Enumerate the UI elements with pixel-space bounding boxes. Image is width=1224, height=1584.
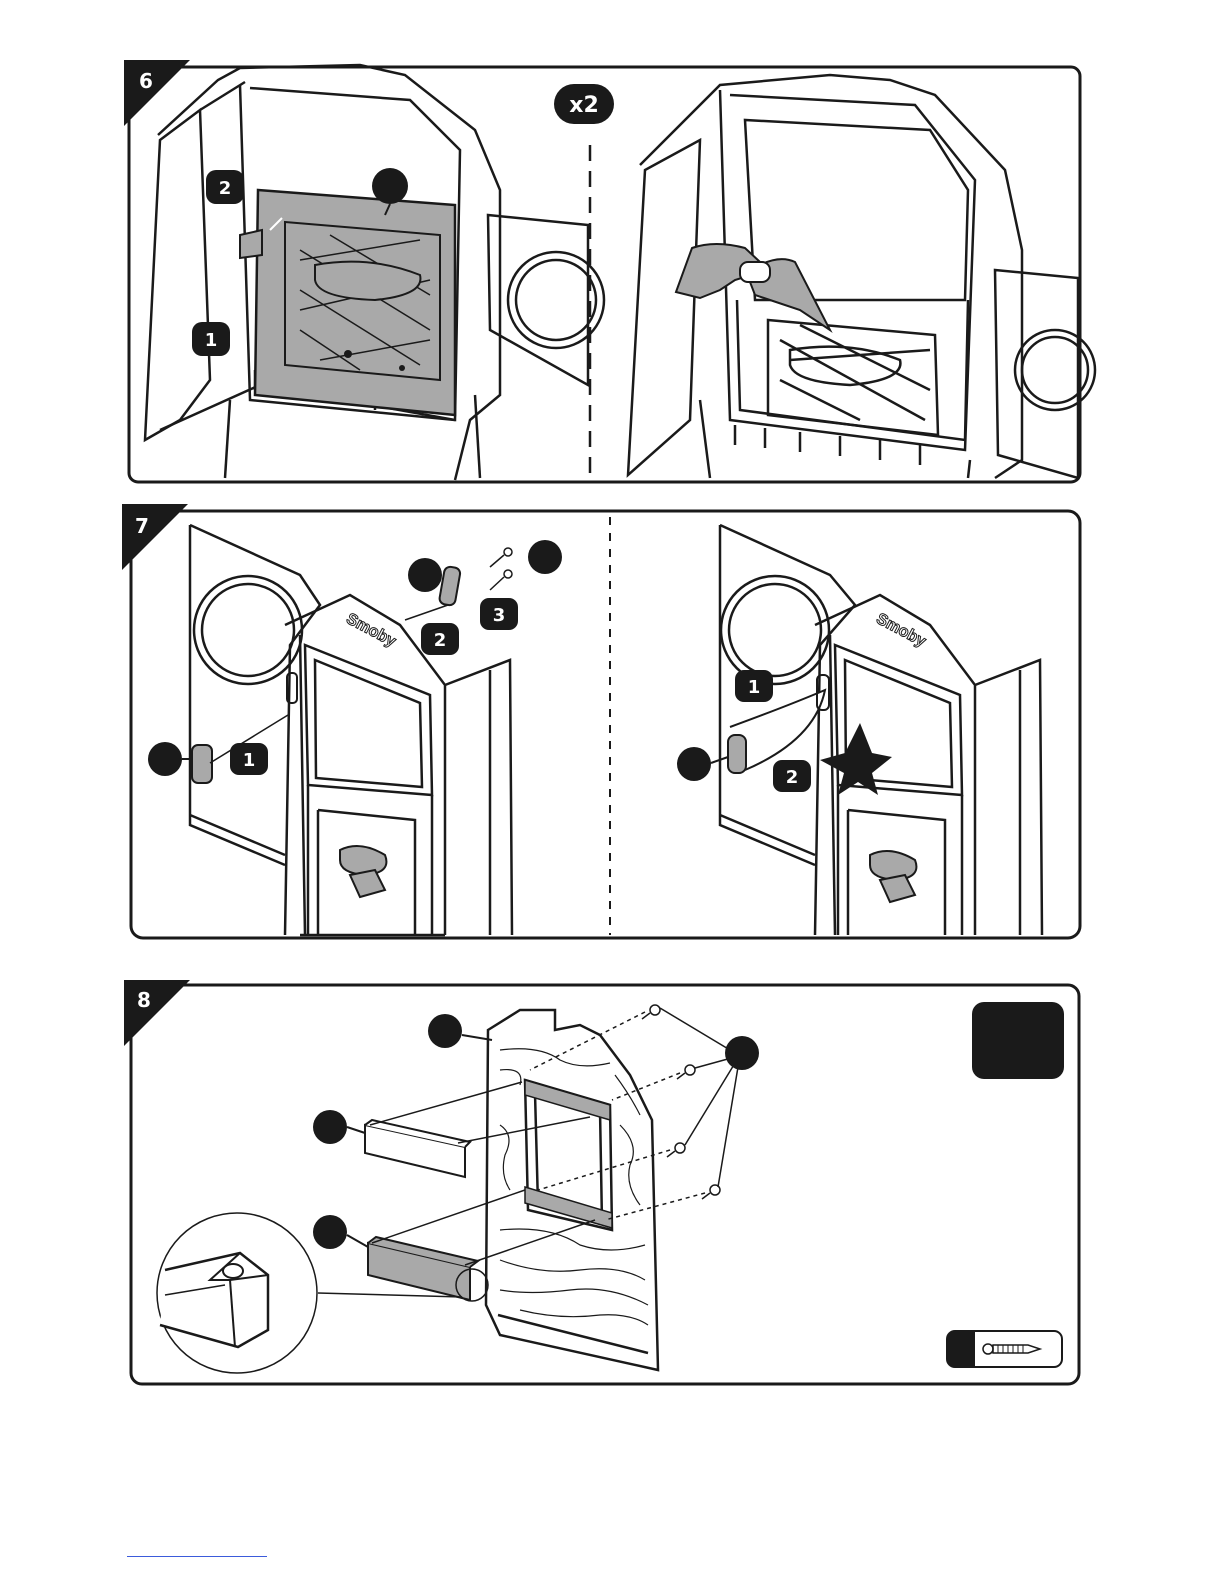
part-callout-circle bbox=[528, 540, 562, 574]
shutter-part bbox=[240, 190, 455, 415]
part-callout-circle bbox=[148, 742, 182, 776]
svg-text:3: 3 bbox=[493, 605, 506, 626]
screws-step-8 bbox=[530, 1005, 738, 1220]
top-latch-part bbox=[439, 566, 461, 606]
svg-text:2: 2 bbox=[786, 767, 799, 788]
svg-text:2: 2 bbox=[434, 630, 447, 651]
step-6-illustration: 6 x2 2 1 bbox=[0, 0, 1224, 495]
part-callout-circle bbox=[372, 168, 408, 204]
step-7-left-house bbox=[190, 525, 512, 935]
step-7-panel: 7 Smoby 2 3 1 bbox=[0, 495, 1224, 955]
quantity-badge bbox=[972, 1002, 1064, 1079]
brand-logo: Smoby bbox=[343, 610, 398, 650]
screws-step-7 bbox=[490, 548, 512, 590]
top-bar-part bbox=[365, 1120, 470, 1177]
bottom-rail bbox=[525, 1187, 612, 1228]
step-number: 8 bbox=[137, 988, 151, 1012]
part-callout-circle bbox=[313, 1215, 347, 1249]
multiplier-text: x2 bbox=[569, 93, 599, 118]
step-8-panel: 8 bbox=[0, 975, 1224, 1400]
step-6-panel: 6 x2 2 1 bbox=[0, 0, 1224, 495]
svg-text:2: 2 bbox=[219, 178, 232, 199]
brand-logo: Smoby bbox=[873, 610, 928, 650]
step-7-tab bbox=[122, 504, 188, 570]
part-callout-circle bbox=[677, 747, 711, 781]
svg-text:1: 1 bbox=[205, 330, 218, 351]
wood-grain bbox=[500, 1049, 648, 1325]
part-callout-circle bbox=[313, 1110, 347, 1144]
step-number: 6 bbox=[139, 69, 153, 93]
svg-text:1: 1 bbox=[748, 677, 761, 698]
step-number: 7 bbox=[135, 514, 149, 538]
handle-part bbox=[870, 851, 916, 902]
latch-part bbox=[192, 745, 212, 783]
part-callout-circle bbox=[408, 558, 442, 592]
step-8-tab bbox=[124, 980, 190, 1046]
latch-part bbox=[728, 735, 746, 773]
screw-legend bbox=[947, 1331, 1062, 1367]
hands-illustration bbox=[676, 244, 830, 330]
assembly-arrows bbox=[370, 1082, 595, 1265]
part-callout-circle bbox=[428, 1014, 462, 1048]
part-callout-circle bbox=[725, 1036, 759, 1070]
bottom-bar-part bbox=[368, 1237, 478, 1300]
step-7-illustration: 7 Smoby 2 3 1 bbox=[0, 495, 1224, 955]
step-8-illustration: 8 bbox=[0, 975, 1224, 1400]
svg-text:1: 1 bbox=[243, 750, 256, 771]
footer-link-underline[interactable] bbox=[127, 1556, 267, 1557]
handle-part bbox=[340, 846, 386, 897]
